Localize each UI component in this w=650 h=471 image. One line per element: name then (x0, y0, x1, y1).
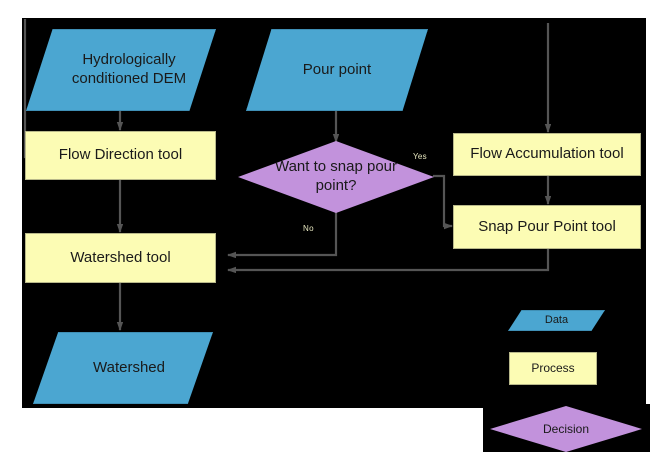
node-pour-point[interactable]: Pour point (246, 29, 428, 111)
node-flow-direction-tool[interactable]: Flow Direction tool (25, 131, 216, 180)
node-label: Snap Pour Point tool (478, 217, 616, 235)
legend-label-decision: Decision (542, 421, 590, 436)
node-snap-pour-point-tool[interactable]: Snap Pour Point tool (453, 205, 641, 249)
node-label: Pour point (302, 60, 372, 78)
node-label: Watershed (93, 358, 165, 376)
node-label: Watershed tool (70, 248, 171, 266)
node-label: Flow Direction tool (58, 146, 183, 164)
node-watershed[interactable]: Watershed (33, 332, 213, 404)
legend-label-data: Data (544, 313, 569, 326)
edge-snap-to-watershedtool (227, 249, 550, 274)
legend-item-process: Process (509, 352, 597, 385)
legend-label-process: Process (531, 361, 575, 375)
node-hydrologically-conditioned-dem[interactable]: Hydrologically conditioned DEM (26, 29, 216, 111)
node-label: Flow Accumulation tool (470, 145, 624, 163)
node-flow-accumulation-tool[interactable]: Flow Accumulation tool (453, 133, 641, 176)
edge-label-yes: Yes (413, 152, 427, 161)
edge-label-no: No (303, 224, 314, 233)
legend-item-data: Data (508, 310, 605, 331)
edge-decision-no-to-watershedtool (227, 204, 338, 259)
node-watershed-tool[interactable]: Watershed tool (25, 233, 216, 283)
edge-decision-yes-to-snap (433, 174, 453, 230)
node-label: Want to snap pour point? (274, 158, 397, 194)
node-label: Hydrologically conditioned DEM (71, 51, 187, 87)
